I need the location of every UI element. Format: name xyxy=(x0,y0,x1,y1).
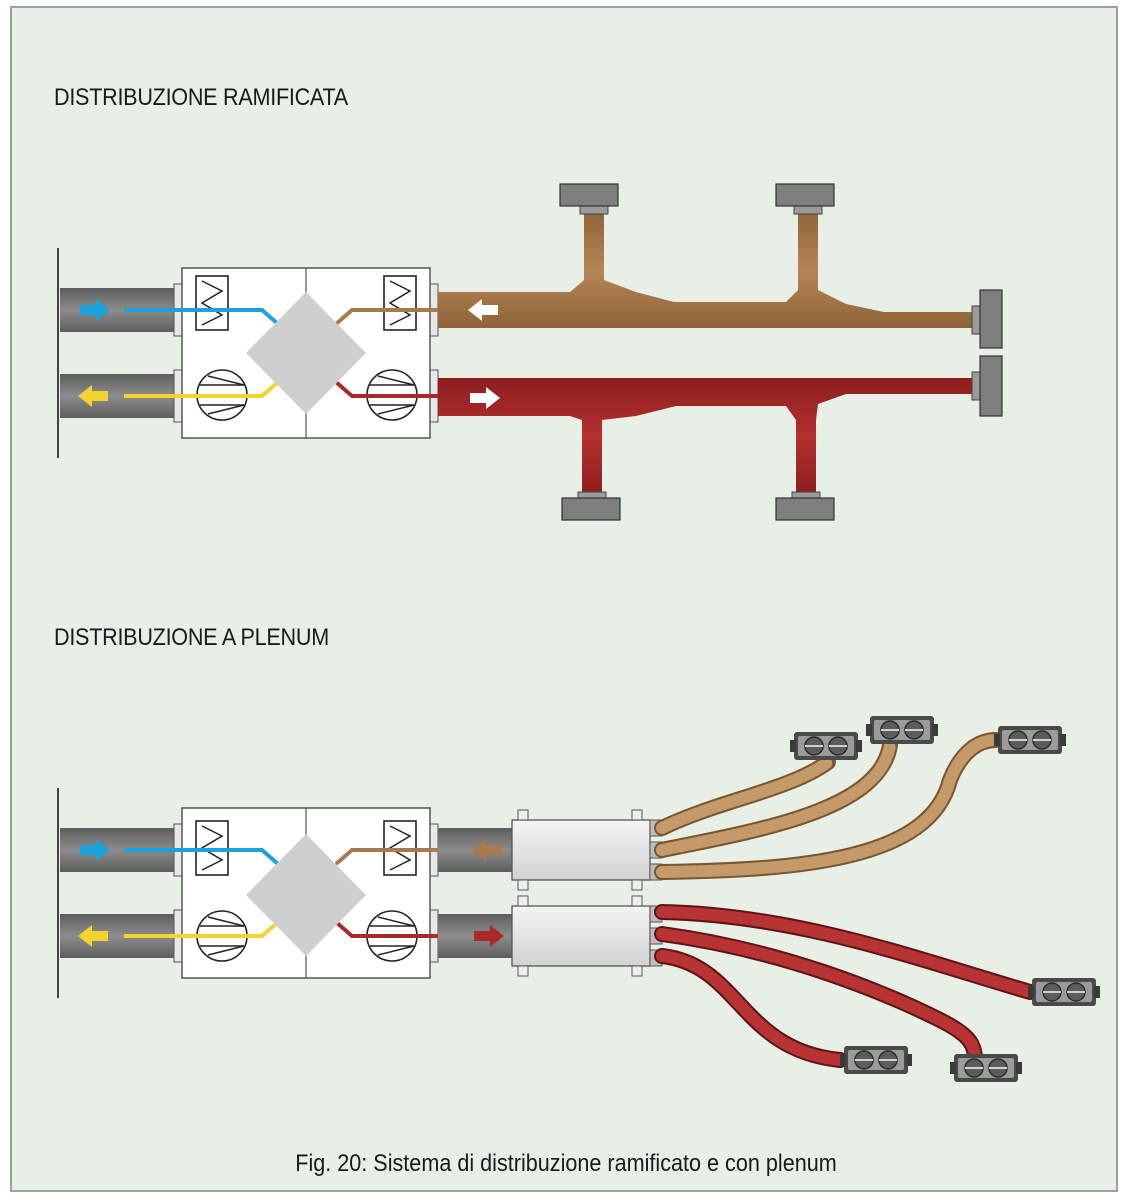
air-terminal-icon xyxy=(865,715,939,745)
air-terminal-icon xyxy=(559,183,619,207)
filter-icon xyxy=(195,275,229,331)
extract-flexible-hoses xyxy=(654,732,1004,880)
supply-duct-network xyxy=(438,355,1003,521)
air-terminal-icon xyxy=(993,725,1067,755)
plenum-distribution-title: DISTRIBUZIONE A PLENUM xyxy=(54,624,329,651)
figure-caption: Fig. 20: Sistema di distribuzione ramifi… xyxy=(295,1150,837,1177)
air-terminal-icon xyxy=(979,355,1003,417)
air-terminal-icon xyxy=(1027,977,1101,1007)
branched-distribution-title: DISTRIBUZIONE RAMIFICATA xyxy=(54,84,348,111)
supply-plenum-box xyxy=(511,895,663,977)
extract-plenum-box xyxy=(511,809,663,891)
air-terminal-icon xyxy=(839,1045,913,1075)
branched-system xyxy=(57,183,1003,521)
filter-icon xyxy=(383,275,417,331)
air-terminal-icon xyxy=(949,1053,1023,1083)
heat-exchanger-icon xyxy=(246,834,366,956)
air-terminal-icon xyxy=(561,497,621,521)
air-terminal-icon xyxy=(979,289,1003,349)
heat-recovery-unit xyxy=(124,807,470,979)
supply-flexible-hoses xyxy=(654,904,1038,1068)
air-terminal-icon xyxy=(789,731,863,761)
heat-recovery-unit xyxy=(124,267,438,439)
plenum-system xyxy=(57,715,1101,1083)
extract-duct-network xyxy=(438,183,1003,349)
air-terminal-icon xyxy=(775,497,835,521)
heat-exchanger-icon xyxy=(246,292,366,414)
air-terminal-icon xyxy=(775,183,835,207)
